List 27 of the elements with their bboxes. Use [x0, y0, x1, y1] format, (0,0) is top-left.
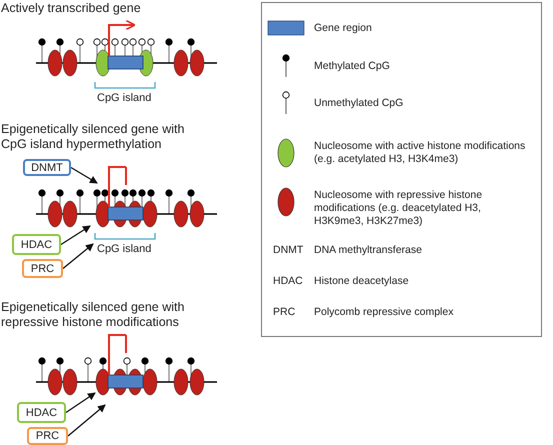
abbreviation: PRC: [273, 306, 296, 319]
region-label: CpG island: [97, 91, 152, 106]
enzyme-box: HDAC: [12, 234, 61, 255]
enzyme-box: HDAC: [17, 402, 66, 423]
legend-text: Nucleosome with active histone modifications (e.g. acetylated H3, H3K4me3): [314, 140, 526, 166]
legend-text: Methylated CpG: [314, 60, 391, 73]
abbreviation: DNMT: [273, 244, 304, 257]
arrow: [70, 166, 98, 184]
definition: DNA methyltransferase: [314, 244, 423, 257]
enzyme-box: PRC: [22, 259, 63, 278]
enzyme-box: DNMT: [23, 159, 71, 176]
enzyme-box: PRC: [27, 427, 68, 445]
arrow: [60, 225, 91, 246]
abbreviation: HDAC: [273, 275, 304, 288]
definition: Histone deacetylase: [314, 275, 410, 288]
definition: Polycomb repressive complex: [314, 306, 454, 319]
chromatin-drawing: [36, 334, 217, 396]
legend-text: Nucleosome with repressive histone modifications (e.g. deacetylated H3, H3K9me3, H3K27me3): [314, 189, 484, 228]
arrow: [68, 404, 106, 436]
heading: Epigenetically silenced gene with CpG island hypermethylation: [1, 122, 186, 152]
legend-text: Unmethylated CpG: [314, 97, 404, 110]
legend-text: Gene region: [314, 22, 373, 35]
arrow: [66, 392, 96, 414]
heading: Epigenetically silenced gene with repressive histone modifications: [1, 300, 186, 330]
arrow: [62, 243, 94, 269]
region-label: CpG island: [97, 242, 152, 257]
heading: Actively transcribed gene: [1, 1, 142, 16]
